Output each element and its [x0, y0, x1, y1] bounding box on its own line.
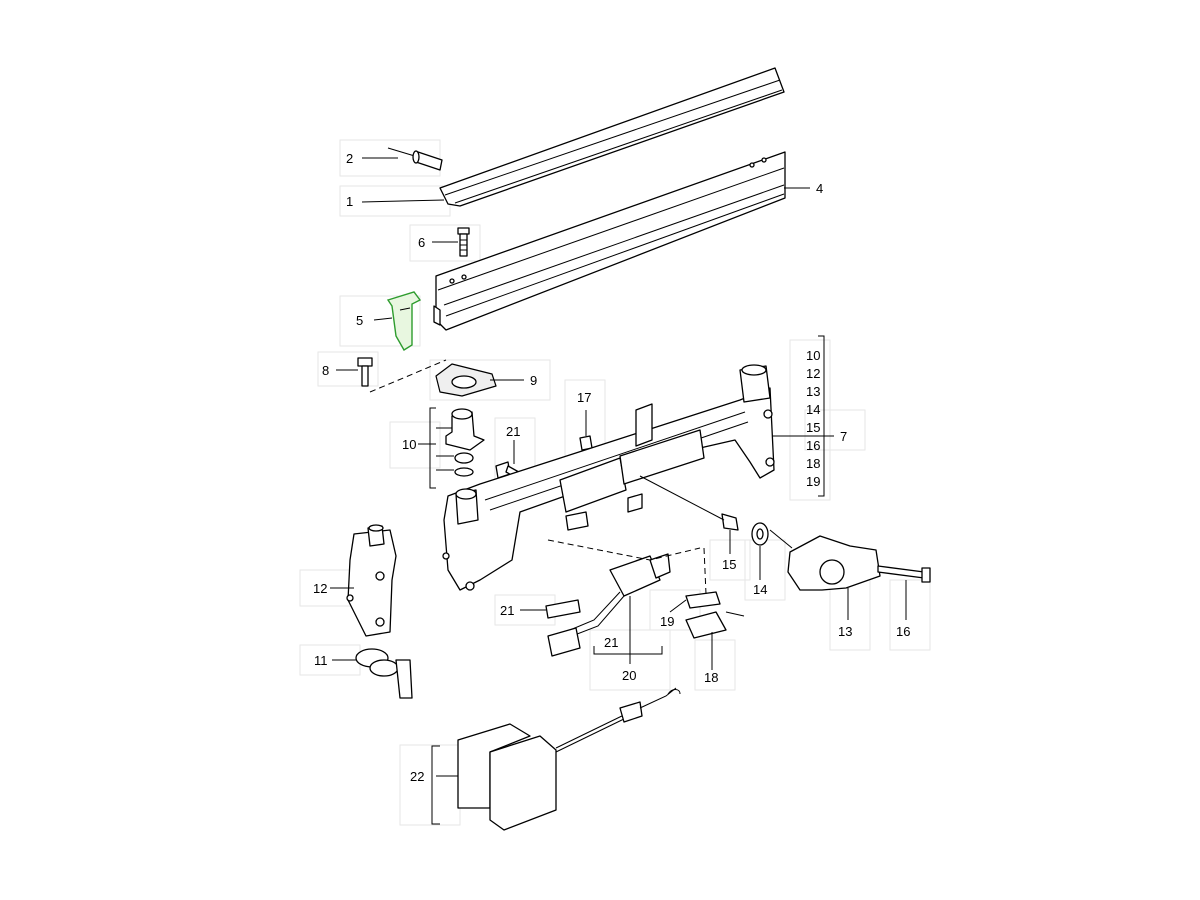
- callout-12-a: 12: [313, 581, 327, 596]
- bracket-22: [431, 745, 440, 825]
- bracket-21-bottom: [593, 646, 663, 655]
- callout-2: 2: [346, 151, 353, 166]
- dashed-leads: [547, 539, 707, 595]
- part-15-pin: [721, 513, 739, 531]
- callout-19: 19: [660, 614, 674, 629]
- part-5-bracket-highlighted: [386, 291, 422, 351]
- part-11-gear: [355, 648, 413, 699]
- callout-21-a: 21: [506, 424, 520, 439]
- bracket-7-right: [818, 335, 834, 497]
- callout-1: 1: [346, 194, 353, 209]
- bracket-list-item: 15: [806, 420, 820, 435]
- callout-6: 6: [418, 235, 425, 250]
- callout-22: 22: [410, 769, 424, 784]
- callout-14: 14: [753, 582, 767, 597]
- part-1-trim-strip: [439, 67, 785, 207]
- bracket-list-item: 13: [806, 384, 820, 399]
- part-6-bolt: [457, 227, 470, 257]
- part-22-control-unit: [457, 687, 681, 831]
- part-18-plug: [685, 611, 745, 639]
- bracket-list-item: 12: [806, 366, 820, 381]
- callout-21-b: 21: [500, 603, 514, 618]
- bracket-list-item: 10: [806, 348, 820, 363]
- callout-9: 9: [530, 373, 537, 388]
- part-19-connector: [685, 591, 721, 609]
- callout-21-c: 21: [604, 635, 618, 650]
- callout-7: 7: [840, 429, 847, 444]
- part-13-motor: [639, 475, 881, 591]
- bracket-list-item: 16: [806, 438, 820, 453]
- part-20-small-motor: [547, 553, 671, 657]
- callout-11: 11: [314, 653, 328, 668]
- callout-17: 17: [577, 390, 591, 405]
- part-9-plate: [435, 363, 497, 397]
- callout-16: 16: [896, 624, 910, 639]
- part-12-adjuster-housing: [346, 524, 397, 637]
- part-14-gear-wheel: [751, 522, 769, 546]
- callout-8: 8: [322, 363, 329, 378]
- bracket-list-item: 14: [806, 402, 820, 417]
- bracket-list-item: 18: [806, 456, 820, 471]
- bracket-10-left: [420, 407, 454, 489]
- callout-10-a: 10: [402, 437, 416, 452]
- callout-18: 18: [704, 670, 718, 685]
- callout-13: 13: [838, 624, 852, 639]
- part-4-bumper-beam: [433, 151, 786, 331]
- callout-20: 20: [622, 668, 636, 683]
- bracket-list-item: 19: [806, 474, 820, 489]
- part-21-clip: [545, 599, 581, 619]
- part-16-long-bolt: [877, 565, 931, 583]
- callout-15: 15: [722, 557, 736, 572]
- part-10-bearing-stack: [445, 408, 485, 477]
- bracket-list-7: 10 12 13 14 15 16 18 19: [806, 348, 820, 489]
- part-7-seat-frame: [442, 364, 775, 591]
- part-8-screw: [357, 357, 447, 393]
- callout-4: 4: [816, 181, 823, 196]
- callout-5: 5: [356, 313, 363, 328]
- part-2-rivet: [387, 147, 443, 171]
